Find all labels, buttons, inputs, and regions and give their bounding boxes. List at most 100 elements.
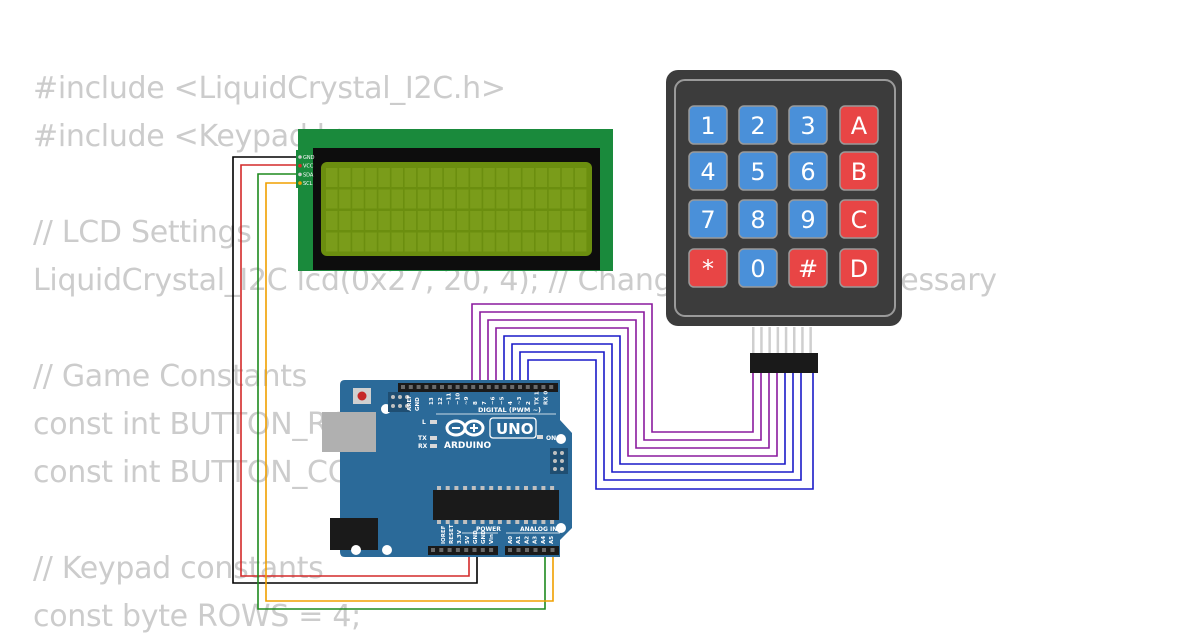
lcd-char-cell — [548, 168, 561, 187]
pin-label: IOREF — [441, 525, 447, 544]
keypad-key-0[interactable]: 0 — [738, 248, 778, 288]
header-pin — [408, 385, 413, 389]
lcd-char-cell — [443, 168, 456, 187]
keypad-key-label: * — [702, 255, 714, 283]
code-line: // LCD Settings — [33, 215, 252, 250]
wire-keypad-6 — [511, 343, 794, 473]
keypad-key-9[interactable]: 9 — [788, 199, 828, 239]
lcd-char-cell — [522, 211, 534, 230]
keypad-key-label: 6 — [800, 158, 815, 186]
power-jack — [330, 518, 378, 550]
pin-label: 8 — [473, 401, 479, 405]
lcd-char-cell — [430, 232, 443, 252]
header-pin — [549, 385, 554, 389]
keypad-key-B[interactable]: B — [839, 151, 879, 191]
header-pin — [471, 385, 476, 389]
board-brand: ARDUINO — [444, 441, 492, 451]
lcd-char-cell — [352, 189, 364, 209]
keypad-key-5[interactable]: 5 — [738, 151, 778, 191]
header-pin — [416, 385, 421, 389]
keypad-key-6[interactable]: 6 — [788, 151, 828, 191]
lcd-char-cell — [457, 168, 469, 187]
lcd-character-grid — [326, 168, 587, 252]
lcd-char-cell — [339, 232, 351, 252]
rx-label: RX — [418, 443, 428, 450]
keypad-key-#[interactable]: # — [788, 248, 828, 288]
keypad-key-label: 7 — [700, 206, 715, 234]
lcd-char-cell — [496, 189, 508, 209]
lcd-char-cell — [522, 189, 534, 209]
pin-label: RESET — [449, 524, 455, 544]
lcd-char-cell — [352, 168, 364, 187]
header-pin — [455, 548, 460, 552]
keypad-key-2[interactable]: 2 — [738, 105, 778, 145]
keypad-key-label: 0 — [750, 255, 765, 283]
lcd-char-cell — [430, 211, 443, 230]
lcd-char-cell — [430, 168, 443, 187]
lcd-char-cell — [417, 168, 430, 187]
lcd-char-cell — [404, 211, 417, 230]
analog-label: ANALOG IN — [520, 526, 557, 533]
pin-label: TX 1 — [535, 391, 541, 405]
lcd-wires — [232, 156, 554, 610]
code-line: #include <LiquidCrystal_I2C.h> — [33, 71, 506, 106]
pin-label: ~9 — [464, 396, 470, 405]
lcd-pin-label: VCC — [303, 164, 314, 170]
digital-header-pins — [401, 385, 554, 389]
lcd-char-cell — [404, 189, 417, 209]
header-pin — [516, 548, 521, 552]
pin-label: A0 — [508, 536, 514, 544]
header-pin — [518, 385, 522, 389]
lcd-char-cell — [417, 211, 430, 230]
keypad-key-4[interactable]: 4 — [688, 151, 728, 191]
digital-header — [398, 383, 558, 392]
power-label: POWER — [476, 526, 501, 533]
header-pin — [401, 385, 405, 389]
keypad-connector-pin — [776, 327, 780, 353]
lcd-char-cell — [457, 211, 469, 230]
header-pin — [533, 548, 538, 552]
header-pin — [463, 385, 468, 389]
pin-label: ~10 — [455, 393, 461, 405]
wire-keypad-5 — [503, 335, 786, 465]
keypad-key-3[interactable]: 3 — [788, 105, 828, 145]
icsp-header-2 — [550, 448, 568, 474]
wire-sda — [257, 173, 546, 610]
keypad-key-label: 9 — [800, 206, 815, 234]
lcd-char-cell — [326, 232, 338, 252]
bottom-header-pins — [431, 548, 555, 552]
lcd-char-cell — [483, 232, 495, 252]
atmega-chip — [433, 486, 559, 524]
lcd-char-cell — [483, 211, 495, 230]
pin-label: A2 — [524, 536, 530, 544]
pin-label: 5V — [465, 535, 471, 544]
keypad-key-8[interactable]: 8 — [738, 199, 778, 239]
lcd-pin — [298, 181, 302, 185]
header-pin — [431, 548, 435, 552]
keypad-key-7[interactable]: 7 — [688, 199, 728, 239]
wire-scl — [265, 182, 554, 602]
wire-vcc — [240, 164, 470, 577]
keypad-key-1[interactable]: 1 — [688, 105, 728, 145]
header-pin — [494, 385, 499, 389]
lcd-char-cell — [496, 168, 508, 187]
lcd-pin — [298, 163, 302, 168]
keypad-key-C[interactable]: C — [839, 199, 879, 239]
keypad-key-A[interactable]: A — [839, 105, 879, 145]
lcd-char-cell — [443, 232, 456, 252]
keypad-key-*[interactable]: * — [688, 248, 728, 288]
power-header — [428, 546, 498, 555]
lcd-char-cell — [404, 232, 417, 252]
header-pin — [502, 385, 507, 389]
pin-label: ~11 — [447, 393, 453, 405]
lcd-char-cell — [574, 211, 587, 230]
arduino-uno-board[interactable]: UNO ARDUINO DIGITAL (PWM ~) ON TX RX L P… — [322, 380, 572, 557]
lcd-char-cell — [561, 168, 574, 187]
lcd-char-cell — [378, 189, 390, 209]
keypad-key-D[interactable]: D — [839, 248, 879, 288]
pin-label: 13 — [429, 397, 435, 405]
pin-label: GND — [415, 397, 421, 411]
